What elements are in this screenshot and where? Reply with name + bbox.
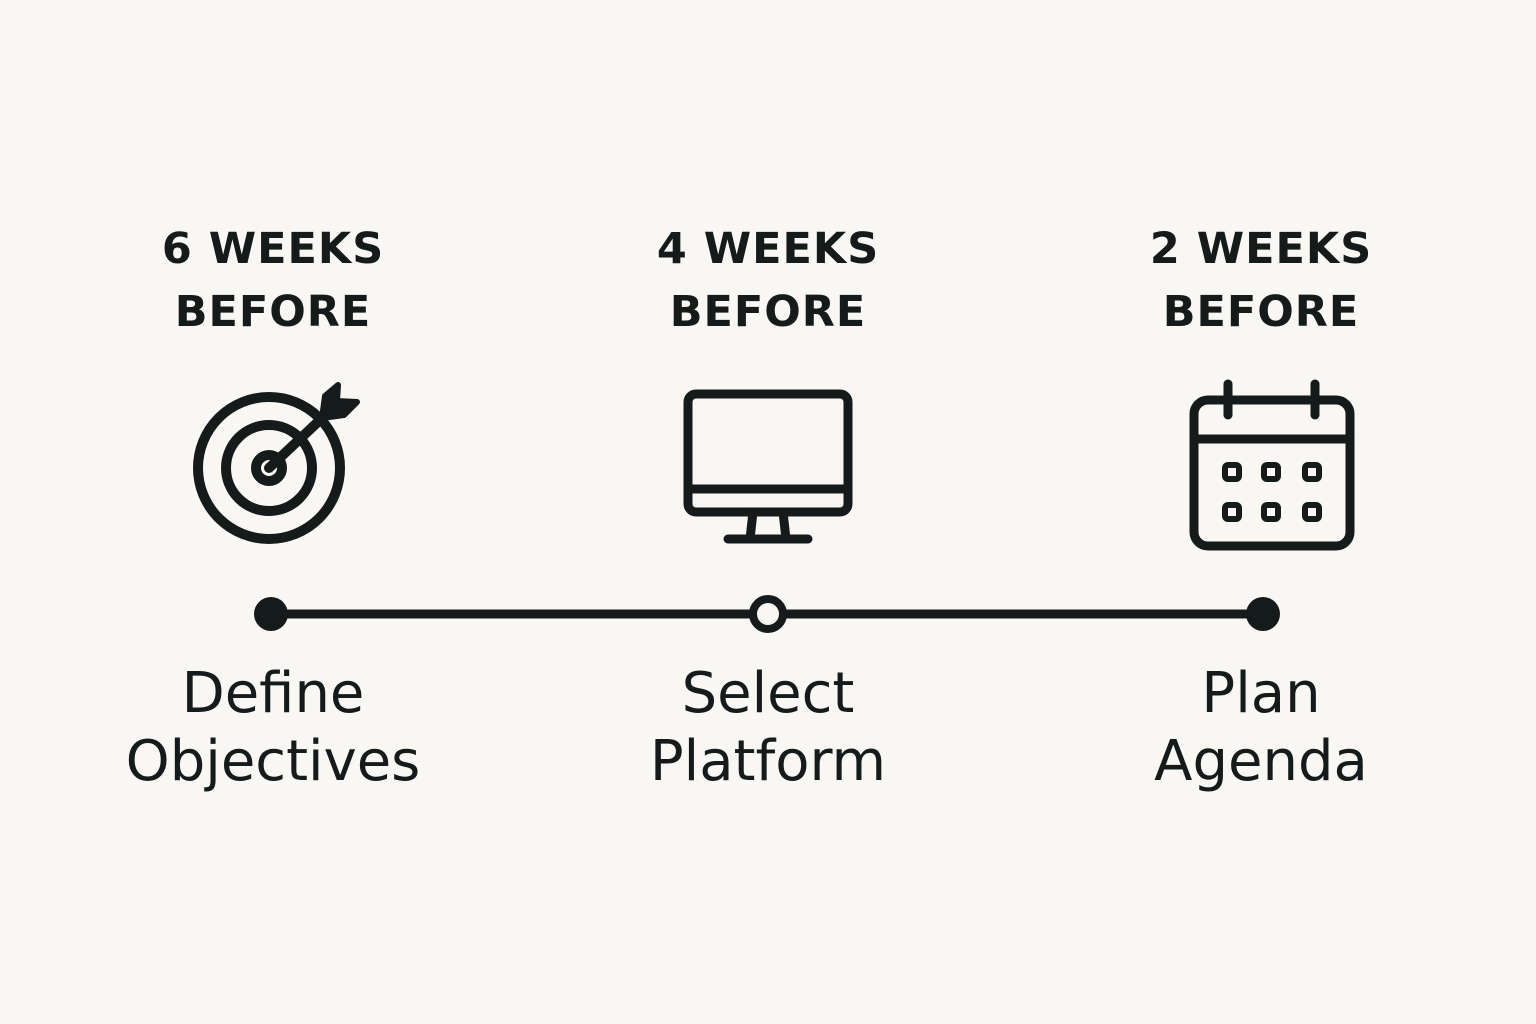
- step-define-objectives: 6 WEEKS BEFORE Define Objectives: [63, 0, 483, 1024]
- step-plan-agenda: 2 WEEKS BEFORE Plan Agenda: [1051, 0, 1471, 1024]
- timing-line-2: BEFORE: [669, 287, 867, 337]
- label-line-1: Define: [181, 661, 365, 726]
- target-arrow-icon: [173, 372, 373, 562]
- step-label: Define Objectives: [63, 660, 483, 796]
- step-select-platform: 4 WEEKS BEFORE Select Platform: [558, 0, 978, 1024]
- step-label: Select Platform: [558, 660, 978, 796]
- label-line-1: Select: [681, 661, 855, 726]
- label-line-2: Agenda: [1154, 729, 1368, 794]
- label-line-1: Plan: [1201, 661, 1321, 726]
- timing-line-1: 6 WEEKS: [161, 224, 385, 274]
- label-line-2: Platform: [649, 729, 887, 794]
- calendar-icon: [1161, 372, 1361, 562]
- timing-line-2: BEFORE: [1162, 287, 1360, 337]
- step-timing: 4 WEEKS BEFORE: [558, 218, 978, 344]
- label-line-2: Objectives: [125, 729, 421, 794]
- step-timing: 6 WEEKS BEFORE: [63, 218, 483, 344]
- step-label: Plan Agenda: [1051, 660, 1471, 796]
- timing-line-2: BEFORE: [174, 287, 372, 337]
- step-timing: 2 WEEKS BEFORE: [1051, 218, 1471, 344]
- timing-line-1: 4 WEEKS: [656, 224, 880, 274]
- timing-line-1: 2 WEEKS: [1149, 224, 1373, 274]
- monitor-icon: [668, 372, 868, 562]
